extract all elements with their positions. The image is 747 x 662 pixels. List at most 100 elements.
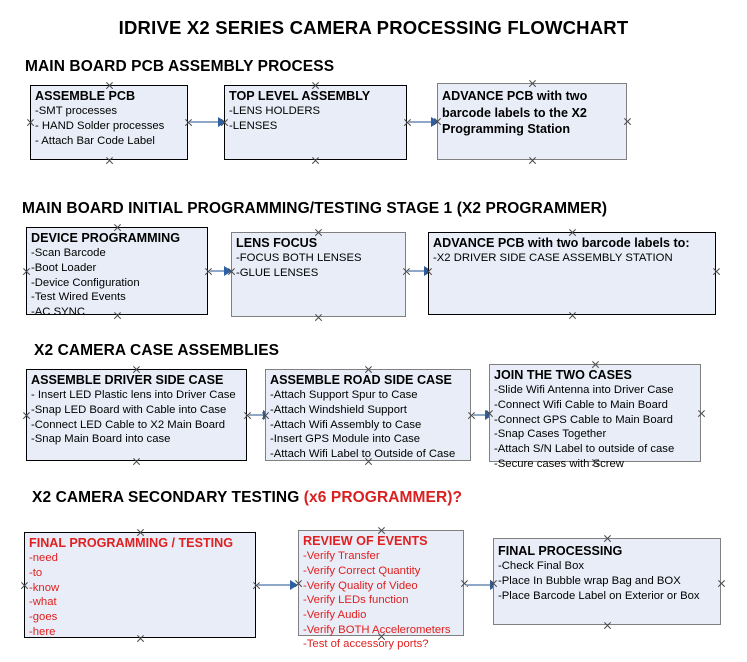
process-box-device-programming[interactable]: DEVICE PROGRAMMING -Scan Barcode -Boot L… (26, 227, 208, 318)
process-box-content: REVIEW OF EVENTS -Verify Transfer -Verif… (299, 531, 463, 639)
process-box-title: DEVICE PROGRAMMING (31, 231, 181, 245)
process-box-line: -X2 DRIVER SIDE CASE ASSEMBLY STATION (433, 252, 673, 265)
process-box-line: -Place In Bubble wrap Bag and BOX (498, 575, 681, 588)
process-box-line: -Attach Windshield Support (270, 404, 407, 417)
process-box-line: -Boot Loader (31, 262, 97, 275)
process-box-line: - Attach Bar Code Label (35, 134, 155, 147)
connector-shaft (409, 121, 432, 123)
process-box-title: FINAL PROGRAMMING / TESTING (29, 536, 234, 550)
process-box-content: FINAL PROGRAMMING / TESTING -need -to -k… (25, 533, 255, 641)
process-box-title: LENS FOCUS (236, 236, 318, 250)
process-box-content: JOIN THE TWO CASES -Slide Wifi Antenna i… (490, 365, 700, 473)
connector-arrow (210, 266, 232, 276)
process-box-content: ASSEMBLE PCB -SMT processes - HAND Solde… (31, 86, 187, 150)
process-box-line: - Insert LED Plastic lens into Driver Ca… (31, 389, 236, 402)
process-box-title: REVIEW OF EVENTS (303, 534, 428, 548)
section-heading-x2-camera-secondary-testing: X2 CAMERA SECONDARY TESTING (x6 PROGRAMM… (32, 489, 462, 507)
process-box-line: -Device Configuration (31, 276, 140, 289)
connector-shaft (473, 414, 486, 416)
connector-shaft (466, 584, 491, 586)
process-box-advance-pcb-to-x2-programming-station[interactable]: ADVANCE PCB with two barcode labels to t… (437, 83, 627, 160)
section-heading-main-board-pcb-assembly: MAIN BOARD PCB ASSEMBLY PROCESS (25, 58, 334, 76)
process-box-line: -Scan Barcode (31, 247, 106, 260)
section-heading-text: X2 CAMERA SECONDARY TESTING (32, 489, 304, 506)
process-box-line: -Attach Wifi Label to Outside of Case (270, 448, 456, 461)
process-box-line: - HAND Solder processes (35, 120, 165, 133)
section-heading-x2-camera-case-assemblies: X2 CAMERA CASE ASSEMBLIES (34, 342, 279, 360)
connector-shaft (210, 270, 225, 272)
section-heading-main-board-initial-programming: MAIN BOARD INITIAL PROGRAMMING/TESTING S… (22, 200, 607, 218)
process-box-line: -to (29, 567, 43, 580)
process-box-line: -Snap Cases Together (494, 428, 607, 441)
process-box-line: -GLUE LENSES (236, 267, 319, 280)
process-box-line: -Connect GPS Cable to Main Board (494, 413, 673, 426)
connector-arrow (190, 117, 226, 127)
process-box-content: ADVANCE PCB with two barcode labels to t… (438, 84, 626, 140)
section-heading-text: X2 CAMERA CASE ASSEMBLIES (34, 342, 280, 359)
connector-arrowhead (290, 580, 298, 590)
process-box-line: -Verify Quality of Video (303, 579, 418, 592)
process-box-line: -Connect LED Cable to X2 Main Board (31, 418, 226, 431)
process-box-line: -Secure cases with Screw (494, 457, 624, 470)
process-box-line: -Insert GPS Module into Case (270, 433, 421, 446)
section-heading-text: MAIN BOARD INITIAL PROGRAMMING/TESTING S… (22, 200, 608, 217)
process-box-advance-pcb-to-driver-side-case-station[interactable]: ADVANCE PCB with two barcode labels to: … (428, 232, 716, 315)
process-box-content: TOP LEVEL ASSEMBLY -LENS HOLDERS -LENSES (225, 86, 406, 136)
process-box-line: -LENS HOLDERS (229, 105, 321, 118)
process-box-line: -goes (29, 611, 58, 624)
process-box-title: ASSEMBLE DRIVER SIDE CASE (31, 373, 224, 387)
process-box-final-programming-testing[interactable]: FINAL PROGRAMMING / TESTING -need -to -k… (24, 532, 256, 638)
process-box-assemble-road-side-case[interactable]: ASSEMBLE ROAD SIDE CASE -Attach Support … (265, 369, 471, 461)
process-box-assemble-driver-side-case[interactable]: ASSEMBLE DRIVER SIDE CASE - Insert LED P… (26, 369, 247, 461)
section-heading-text: MAIN BOARD PCB ASSEMBLY PROCESS (25, 58, 335, 75)
process-box-join-the-two-cases[interactable]: JOIN THE TWO CASES -Slide Wifi Antenna i… (489, 364, 701, 470)
process-box-line: -Check Final Box (498, 560, 585, 573)
process-box-line: -what (29, 596, 57, 609)
process-box-line: -Test Wired Events (31, 291, 126, 304)
process-box-line: -Place Barcode Label on Exterior or Box (498, 589, 700, 602)
process-box-review-of-events[interactable]: REVIEW OF EVENTS -Verify Transfer -Verif… (298, 530, 464, 650)
process-box-lens-focus[interactable]: LENS FOCUS -FOCUS BOTH LENSES -GLUE LENS… (231, 232, 406, 317)
process-box-title: ASSEMBLE PCB (35, 89, 136, 103)
connector-shaft (258, 584, 291, 586)
process-box-line: -Connect Wifi Cable to Main Board (494, 399, 668, 412)
process-box-title: ADVANCE PCB with two barcode labels to: (433, 236, 690, 250)
process-box-line: -Verify Transfer (303, 550, 380, 563)
process-box-line: -AC SYNC (31, 306, 85, 319)
connector-shaft (190, 121, 219, 123)
connector-arrowhead (224, 266, 232, 276)
process-box-line: -Verify Audio (303, 609, 367, 622)
process-box-top-level-assembly[interactable]: TOP LEVEL ASSEMBLY -LENS HOLDERS -LENSES (224, 85, 407, 160)
process-box-line: -FOCUS BOTH LENSES (236, 252, 362, 265)
process-box-line: -Slide Wifi Antenna into Driver Case (494, 384, 674, 397)
connector-shaft (249, 414, 264, 416)
process-box-line: -Attach Wifi Assembly to Case (270, 418, 422, 431)
process-box-content: FINAL PROCESSING -Check Final Box -Place… (494, 539, 720, 605)
process-box-title: TOP LEVEL ASSEMBLY (229, 89, 371, 103)
process-box-line: -Verify BOTH Accelerometers (303, 623, 451, 636)
connector-shaft (408, 270, 425, 272)
process-box-line: -need (29, 552, 58, 565)
process-box-title: ADVANCE PCB with two barcode labels to t… (442, 89, 588, 137)
connector-arrowhead (218, 117, 226, 127)
process-box-assemble-pcb[interactable]: ASSEMBLE PCB -SMT processes - HAND Solde… (30, 85, 188, 160)
connector-arrow (409, 117, 439, 127)
process-box-line: -Attach Support Spur to Case (270, 389, 418, 402)
process-box-content: LENS FOCUS -FOCUS BOTH LENSES -GLUE LENS… (232, 233, 405, 283)
process-box-title: JOIN THE TWO CASES (494, 368, 632, 382)
process-box-title: FINAL PROCESSING (498, 544, 623, 558)
process-box-content: DEVICE PROGRAMMING -Scan Barcode -Boot L… (27, 228, 207, 322)
section-heading-accent: (x6 PROGRAMMER)? (303, 489, 463, 506)
process-box-line: -Snap LED Board with Cable into Case (31, 404, 227, 417)
process-box-content: ADVANCE PCB with two barcode labels to: … (429, 233, 715, 268)
process-box-title: ASSEMBLE ROAD SIDE CASE (270, 373, 452, 387)
process-box-line: -Verify Correct Quantity (303, 565, 421, 578)
process-box-line: -LENSES (229, 120, 278, 133)
process-box-line: -Snap Main Board into case (31, 433, 171, 446)
connector-arrowhead (431, 117, 439, 127)
process-box-line: -SMT processes (35, 105, 118, 118)
process-box-final-processing[interactable]: FINAL PROCESSING -Check Final Box -Place… (493, 538, 721, 625)
process-box-content: ASSEMBLE DRIVER SIDE CASE - Insert LED P… (27, 370, 246, 449)
process-box-line: -Verify LEDs function (303, 594, 409, 607)
